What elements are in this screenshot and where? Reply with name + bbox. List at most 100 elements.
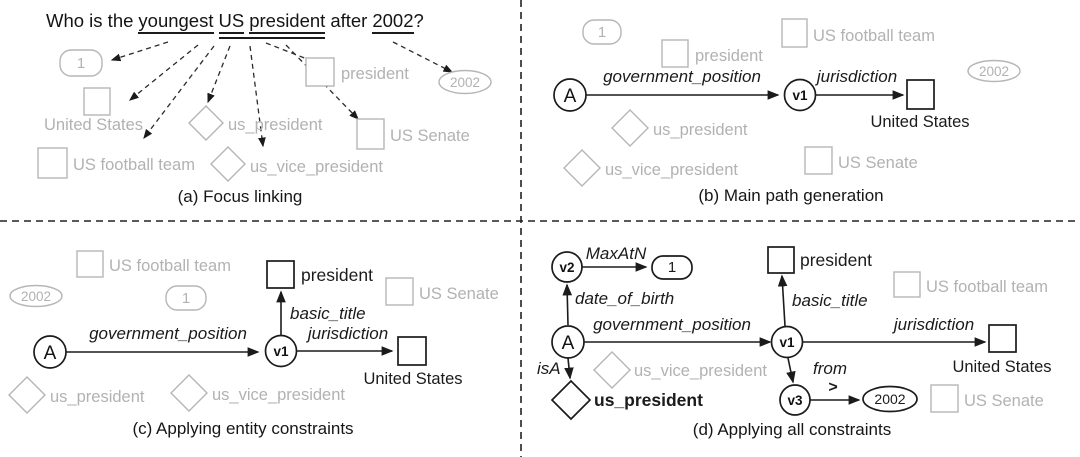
- node-v1: [264, 334, 298, 368]
- node-year-label: 2002: [874, 391, 905, 407]
- ghost-label-united-states: United States: [44, 116, 143, 134]
- ghost-node-president: [305, 57, 335, 87]
- edge-is-a: [564, 357, 574, 380]
- panel-a-caption: (a) Focus linking: [178, 187, 303, 206]
- question-mark: ?: [413, 10, 424, 31]
- ghost-label-us-senate: US Senate: [838, 154, 918, 172]
- question-sentence: Who is the youngest US president after 2…: [46, 10, 424, 39]
- ghost-label-year: 2002: [450, 75, 480, 90]
- ghost-node-year: [438, 69, 492, 95]
- node-united-states: [397, 336, 427, 366]
- node-president: [266, 260, 295, 289]
- node-label-united-states: United States: [870, 113, 969, 131]
- ghost-node-us-football-team: [893, 271, 921, 298]
- node-united-states: [906, 79, 935, 110]
- ghost-label-us-football-team: US football team: [73, 156, 195, 174]
- node-v1-label: v1: [779, 335, 795, 350]
- node-us-president-diamond: [550, 379, 592, 421]
- node-v1: [783, 78, 817, 112]
- ghost-label-president: president: [341, 65, 409, 83]
- ghost-label-us-vice-president: us_vice_president: [634, 362, 767, 380]
- node-label-president: president: [800, 250, 872, 270]
- ghost-node-us-vice-president-diamond: [593, 351, 631, 389]
- edge-label-government-position: government_position: [603, 67, 761, 86]
- node-v1-label: v1: [273, 344, 289, 359]
- node-president: [767, 246, 795, 274]
- edge-label-basic-title: basic_title: [792, 291, 868, 310]
- ghost-label-us-vice-president: us_vice_president: [212, 386, 345, 404]
- node-a-label: A: [564, 86, 577, 107]
- ghost-label-us-president: us_president: [228, 116, 323, 134]
- edge-label-is-a: isA: [537, 359, 561, 378]
- panel-c-caption: (c) Applying entity constraints: [132, 419, 353, 438]
- edge-label-government-position: government_position: [593, 315, 751, 334]
- question-mid: after: [330, 10, 368, 31]
- ghost-node-us-senate: [385, 277, 414, 306]
- ghost-label-us-president: us_president: [50, 388, 145, 406]
- edge-label-basic-title: basic_title: [290, 304, 366, 323]
- edge-label-max-at-n: MaxAtN: [586, 244, 647, 263]
- ghost-node-one-label: 1: [182, 290, 190, 307]
- ghost-label-us-football-team: US football team: [926, 278, 1048, 296]
- question-focus-year: 2002: [372, 10, 414, 34]
- question-focus-us-president-group: US president: [218, 10, 326, 39]
- question-focus-president: president: [249, 10, 326, 34]
- focus-arrow-to-us-vice-president: [249, 45, 266, 148]
- focus-arrow-to-one: [110, 41, 169, 62]
- node-label-us-president: us_president: [594, 390, 703, 410]
- edge-label-jurisdiction: jurisdiction: [892, 315, 974, 334]
- ghost-node-us-football-team: [781, 18, 808, 48]
- focus-arrow-to-united-states: [128, 44, 199, 101]
- ghost-node-one: [582, 19, 622, 45]
- ghost-node-us-vice-president-diamond: [170, 374, 208, 412]
- node-a: [33, 335, 67, 369]
- node-v1: [770, 325, 804, 359]
- ghost-label-president: president: [695, 47, 763, 65]
- edge-label-jurisdiction: jurisdiction: [306, 324, 388, 343]
- ghost-node-president: [661, 39, 689, 68]
- node-a-label: A: [44, 343, 57, 364]
- ghost-label-us-football-team: US football team: [109, 257, 231, 275]
- node-year: [862, 385, 918, 413]
- ghost-node-us-president-diamond: [8, 376, 46, 414]
- node-label-united-states: United States: [952, 358, 1051, 376]
- ghost-node-one: [59, 49, 103, 77]
- question-prefix: Who is the: [46, 10, 134, 31]
- ghost-node-one: [165, 285, 207, 311]
- question-end-group: 2002 ?: [372, 10, 424, 34]
- ghost-node-us-football-team: [76, 250, 104, 278]
- ghost-node-us-vice-president-diamond: [210, 146, 246, 182]
- panel-d-all-constraints: us_vice_president US football team US Se…: [537, 244, 1052, 439]
- ghost-node-us-senate: [930, 384, 959, 413]
- ghost-node-us-football-team: [37, 147, 68, 179]
- panel-b-caption: (b) Main path generation: [698, 186, 883, 205]
- edge-basic-title: [777, 274, 788, 327]
- question-focus-us: US: [218, 10, 245, 34]
- focus-arrow-to-us-football-team: [143, 45, 215, 140]
- question-focus-youngest: youngest: [138, 10, 214, 34]
- ghost-node-us-president-diamond: [611, 109, 649, 147]
- ghost-node-us-president-diamond: [188, 105, 224, 141]
- ghost-label-us-vice-president: us_vice_president: [605, 161, 738, 179]
- panel-b-main-path-generation: 1 president US football team 2002 us_pre…: [553, 18, 1021, 205]
- ghost-node-us-senate: [356, 118, 385, 150]
- ghost-label-us-senate: US Senate: [419, 285, 499, 303]
- ghost-label-us-president: us_president: [653, 121, 748, 139]
- edge-label-date-of-birth: date_of_birth: [575, 289, 674, 308]
- edge-from: [786, 357, 796, 384]
- node-label-president: president: [301, 265, 373, 285]
- edge-label-jurisdiction: jurisdiction: [815, 67, 897, 86]
- panel-d-caption: (d) Applying all constraints: [693, 420, 891, 439]
- ghost-node-us-senate: [804, 146, 833, 175]
- node-v2: [551, 251, 583, 283]
- panel-c-entity-constraints: US football team 2002 1 US Senate us_pre…: [8, 250, 499, 438]
- node-one-label: 1: [668, 259, 676, 276]
- edge-date-of-birth: [562, 283, 573, 326]
- node-united-states: [988, 324, 1017, 353]
- ghost-node-united-states: [83, 87, 111, 116]
- edge-label-greater-than: >: [828, 379, 837, 396]
- node-one: [651, 255, 693, 280]
- panel-a-focus-linking: 1 United States US football team us_pres…: [37, 41, 492, 206]
